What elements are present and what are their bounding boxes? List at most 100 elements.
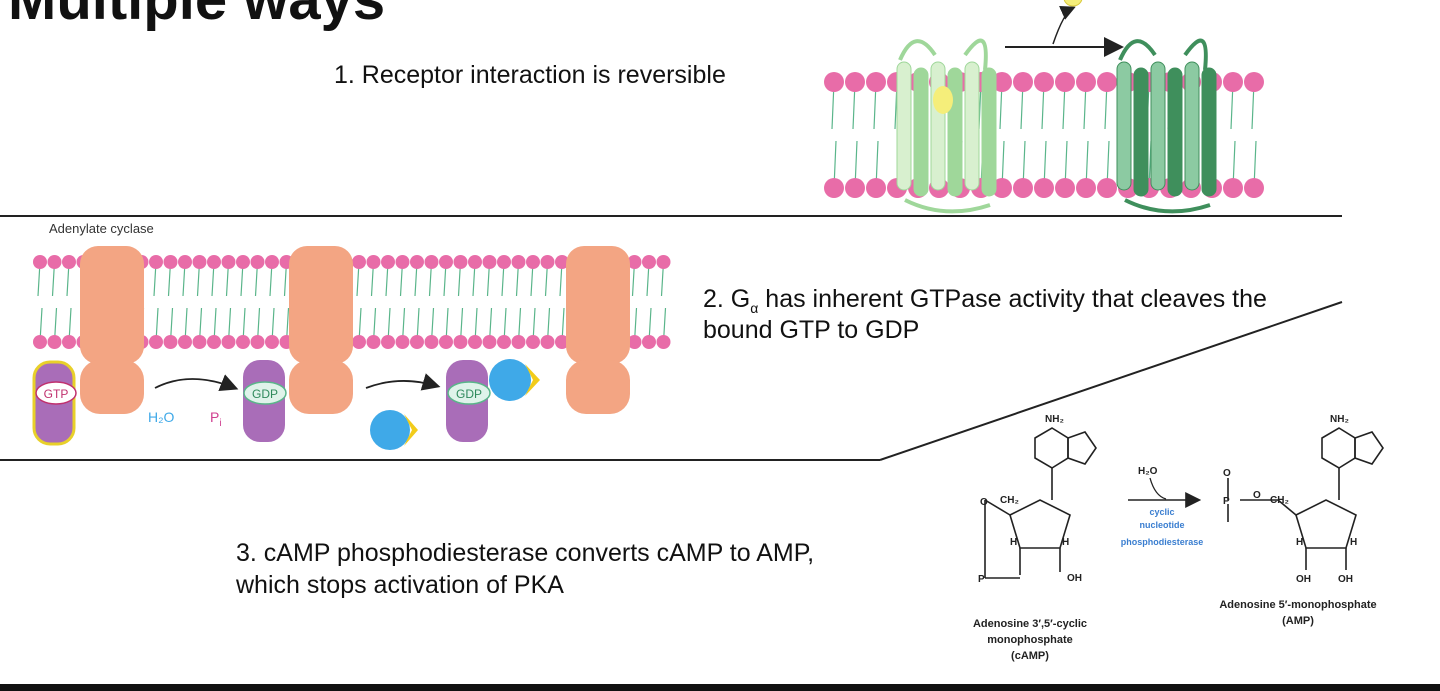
lipid-head [424, 335, 439, 349]
water-label: H₂O [148, 409, 175, 425]
amp-p: P [1223, 496, 1230, 507]
lipid-head [178, 255, 192, 269]
adenylate-cyclase-domain [80, 360, 144, 414]
lipid-head [468, 255, 482, 269]
pde-reaction-arrow: H₂O cyclic nucleotide phosphodiesterase [1121, 466, 1204, 547]
lipid-tail [1020, 81, 1026, 189]
amp-nh2: NH₂ [1330, 414, 1349, 425]
lipid-head [352, 335, 366, 349]
lipid-head [992, 178, 1012, 198]
lipid-head [824, 178, 844, 198]
lipid-head [192, 335, 207, 349]
camp-atoms: NH₂ CH₂ O P OH H H [978, 414, 1082, 585]
lipid-tail [1104, 81, 1110, 189]
step-2-line-1: 2. Gα has inherent GTPase activity that … [703, 284, 1267, 324]
lipid-head [1244, 72, 1264, 92]
lipid-head [627, 255, 642, 269]
gamma-tag-free [404, 414, 418, 446]
camp-name-line-2: monophosphate [987, 634, 1073, 646]
camp-name: Adenosine 3′,5′-cyclic monophosphate (cA… [973, 618, 1087, 662]
lipid-tail [240, 261, 246, 343]
lipid-head [1076, 72, 1096, 92]
gdp-label-2: GDP [456, 387, 482, 401]
lipid-head [482, 335, 497, 349]
lipid-tail [196, 261, 203, 343]
lipid-head [526, 335, 540, 349]
lipid-head [250, 335, 265, 349]
lipid-head [824, 72, 844, 92]
adenylate-cyclase-body [289, 246, 353, 364]
receptor-helix [1116, 61, 1132, 191]
pde-enzyme-line-1: cyclic [1149, 507, 1174, 517]
step-2-line-2: bound GTP to GDP [703, 316, 920, 344]
lipid-head [866, 178, 886, 198]
amp-h-2: H [1350, 537, 1357, 548]
lipid-tail [1062, 81, 1068, 189]
lipid-head [555, 335, 569, 349]
amp-oh-1: OH [1296, 574, 1311, 585]
lipid-head [656, 255, 671, 269]
lipid-head [627, 335, 642, 349]
lipid-head [163, 255, 178, 269]
receptor-helix [1150, 61, 1166, 191]
lipid-tail [428, 261, 435, 343]
lipid-tail [167, 261, 174, 343]
lipid-head [381, 255, 395, 269]
lipid-tail [660, 261, 667, 343]
lipid-tail [472, 261, 478, 343]
lipid-head [1097, 72, 1117, 92]
camp-nh2: NH₂ [1045, 414, 1064, 425]
pde-enzyme-line-3: phosphodiesterase [1121, 537, 1204, 547]
lipid-tail [530, 261, 536, 343]
lipid-head [62, 255, 76, 269]
lipid-tail [443, 261, 449, 343]
lipid-tail [182, 261, 188, 343]
lipid-head [424, 255, 439, 269]
adenylate-cyclase-label: Adenylate cyclase [49, 221, 154, 236]
lipid-head [221, 255, 236, 269]
lipid-head [366, 335, 381, 349]
step-2-rest: has inherent GTPase activity that cleave… [758, 285, 1267, 313]
pde-water: H₂O [1138, 466, 1158, 477]
lipid-head [410, 255, 424, 269]
lipid-head [1034, 178, 1054, 198]
lipid-head [453, 335, 468, 349]
amp-ch2: CH₂ [1270, 495, 1289, 506]
divider-diagonal [879, 301, 1343, 461]
lipid-head [47, 255, 62, 269]
lipid-tail [631, 261, 638, 343]
adenylate-cyclase-domain [289, 360, 353, 414]
lipid-head [497, 255, 511, 269]
phosphate-symbol: P [210, 409, 219, 425]
lipid-head [265, 255, 279, 269]
lipid-head [410, 335, 424, 349]
lipid-head [149, 335, 163, 349]
lipid-tail [873, 81, 879, 189]
lipid-head [149, 255, 163, 269]
receptor-helix [913, 67, 929, 197]
lipid-head [163, 335, 178, 349]
camp-structure [984, 427, 1097, 579]
lipid-tail [486, 261, 493, 343]
lipid-tail [66, 261, 72, 343]
camp-o-top: O [980, 497, 988, 508]
receptor-loop [1118, 38, 1211, 214]
lipid-head [845, 178, 865, 198]
lipid-head [439, 255, 453, 269]
lipid-tail [211, 261, 217, 343]
lipid-tail [254, 261, 261, 343]
receptor-helix [947, 67, 963, 197]
lipid-head [192, 255, 207, 269]
lipid-tail [1041, 81, 1047, 189]
lipid-head [992, 72, 1012, 92]
lipid-head [555, 255, 569, 269]
adenylate-cyclase-enzymes [80, 246, 630, 414]
lipid-head [642, 255, 656, 269]
receptor-helix [964, 61, 980, 191]
receptor-loop [898, 38, 991, 214]
camp-name-line-1: Adenosine 3′,5′-cyclic [973, 618, 1087, 630]
phosphate-label: Pi [210, 409, 222, 429]
receptor-helix [1201, 67, 1217, 197]
lipid-tail [356, 261, 362, 343]
